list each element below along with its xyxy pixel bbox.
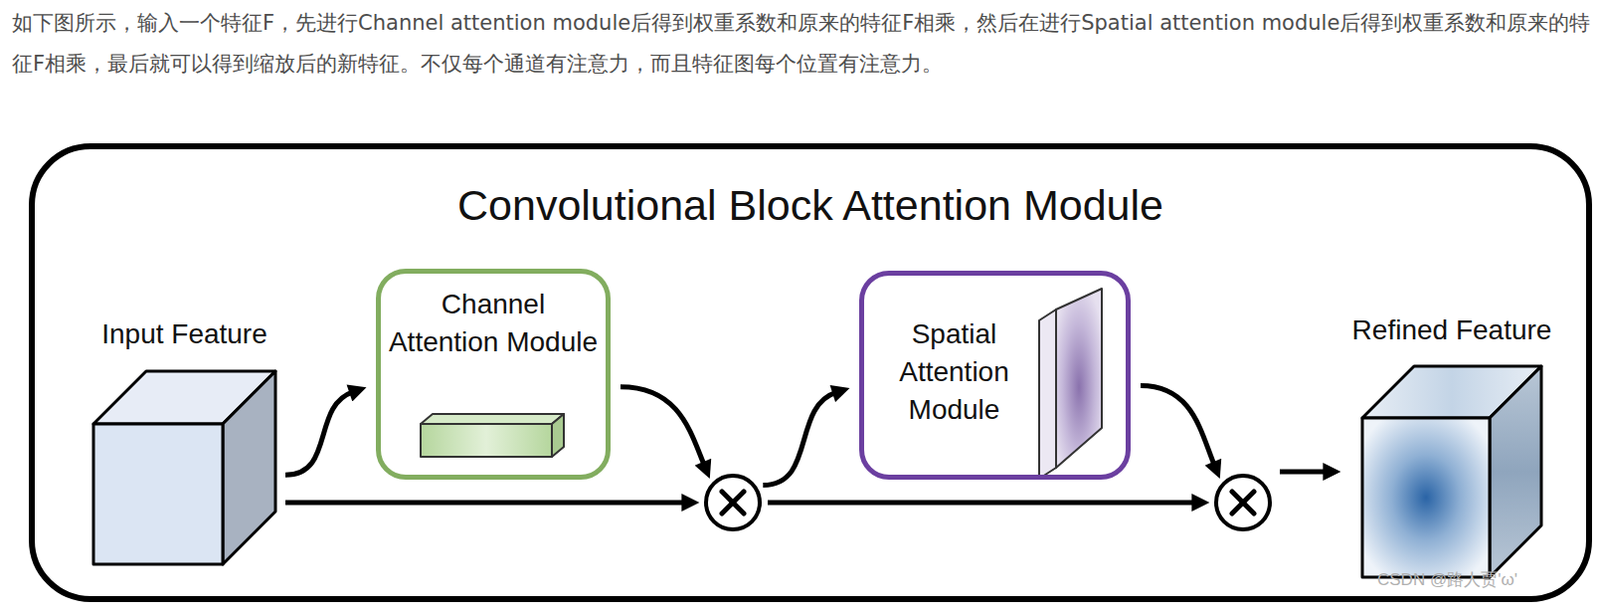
arrow-connector <box>620 386 705 466</box>
feature-label: Input Feature <box>33 318 336 351</box>
multiply-node <box>1214 473 1272 532</box>
feature-cube: Input Feature <box>93 369 276 564</box>
arrow-connector <box>285 500 686 506</box>
spatial-weight-slab <box>1039 288 1102 479</box>
feature-label: Refined Feature <box>1302 314 1600 347</box>
arrow-connector <box>767 500 1196 506</box>
module-label: Spatial Attention Module <box>872 315 1037 429</box>
arrow-connector <box>1279 469 1327 475</box>
feature-cube: Refined Feature <box>1362 365 1542 577</box>
description-paragraph: 如下图所示，输入一个特征F，先进行Channel attention modul… <box>11 2 1596 85</box>
arrow-connector <box>762 391 836 485</box>
module-frame: Convolutional Block Attention ModuleInpu… <box>28 143 1593 602</box>
input-cube <box>93 370 276 564</box>
multiply-node <box>704 473 762 532</box>
spatial-attention-box: Spatial Attention Module <box>859 270 1131 480</box>
arrow-connector <box>1140 385 1215 466</box>
refined-cube <box>1362 365 1542 577</box>
arrow-connector <box>285 391 354 475</box>
watermark: CSDN @路人贾'ω' <box>1377 567 1518 591</box>
multiply-symbol <box>721 491 1254 514</box>
channel-attention-box: Channel Attention Module <box>375 268 611 480</box>
channel-weight-bar <box>420 413 564 457</box>
title-text: Convolutional Block Attention Module <box>34 180 1587 230</box>
module-label: Channel Attention Module <box>380 273 606 361</box>
